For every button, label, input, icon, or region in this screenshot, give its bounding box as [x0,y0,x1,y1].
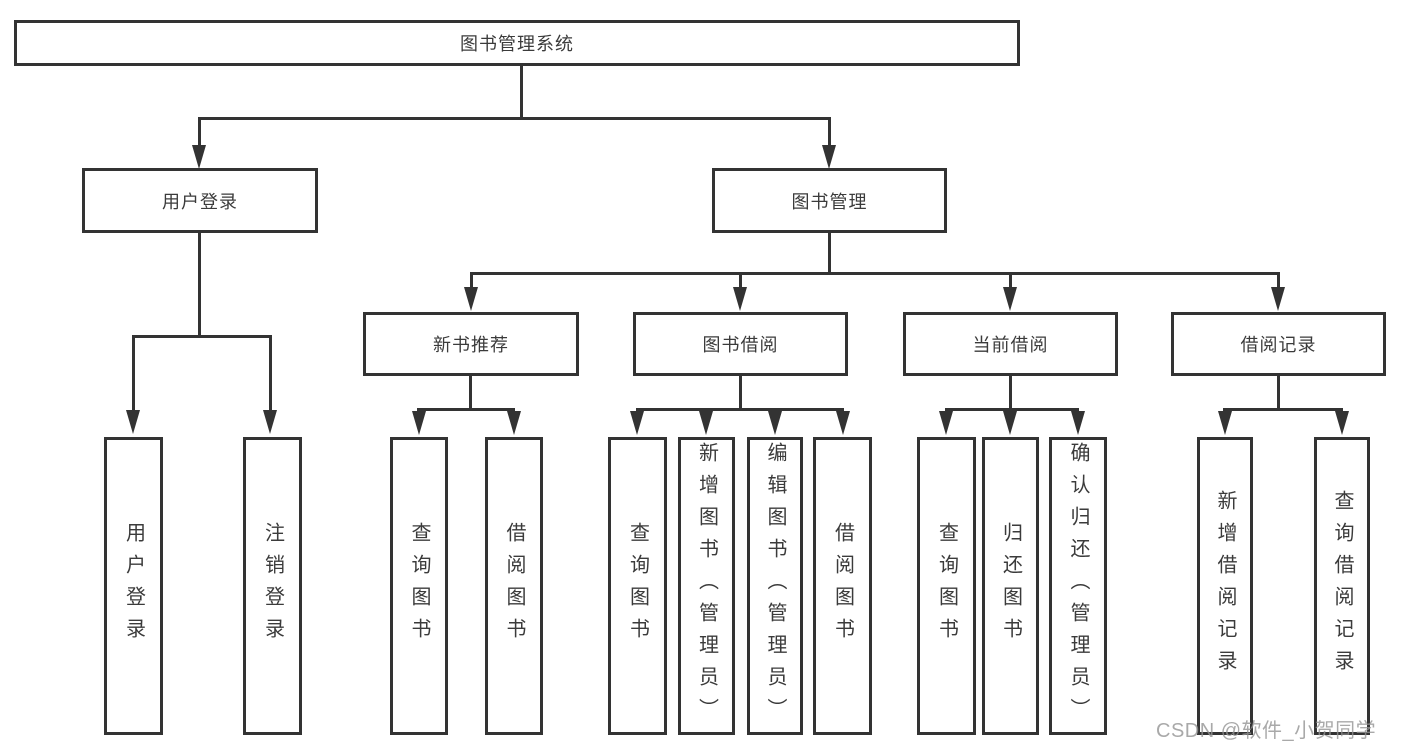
leaf-borrow-books-label: 借阅图书 [831,522,854,650]
node-current-borrow-label: 当前借阅 [972,335,1049,355]
node-user-login-label: 用户登录 [162,191,238,212]
arrow-down-icon [1071,411,1085,435]
arrow-down-icon [939,411,953,435]
leaf-query-books-current: 查询图书 [917,437,976,735]
connector-line [828,233,831,274]
leaf-borrow-books: 借阅图书 [813,437,872,735]
node-book-borrow-label: 图书借阅 [702,335,779,355]
arrow-down-icon [263,410,277,434]
leaf-query-books-recommend-label: 查询图书 [408,522,430,650]
leaf-query-books-borrow: 查询图书 [608,437,667,735]
arrow-down-icon [1003,411,1017,435]
arrow-down-icon [126,410,140,434]
connector-line [1223,408,1343,411]
connector-line [198,117,831,120]
arrow-down-icon [630,411,644,435]
node-root: 图书管理系统 [14,20,1020,66]
leaf-logout-label: 注销登录 [261,522,284,650]
node-new-book-recommend-label: 新书推荐 [433,335,509,355]
connector-line [739,376,742,410]
connector-line [1277,272,1280,288]
leaf-add-book-admin: 新增图书（管理员） [678,437,735,735]
connector-line [1009,376,1012,410]
node-book-borrow: 图书借阅 [633,312,848,376]
leaf-add-book-admin-label: 新增图书（管理员） [695,442,718,730]
connector-line [945,408,1079,411]
leaf-edit-book-admin: 编辑图书（管理员） [747,437,803,735]
node-root-label: 图书管理系统 [460,34,574,54]
leaf-user-login-label: 用户登录 [122,522,145,650]
connector-line [828,117,831,147]
connector-line [132,335,272,338]
connector-line [269,335,272,410]
arrow-down-icon [733,287,747,311]
leaf-user-login: 用户登录 [104,437,163,735]
leaf-logout: 注销登录 [243,437,302,735]
connector-line [739,272,742,288]
watermark: CSDN @软件_小贺同学 [1156,720,1377,742]
connector-line [1009,272,1012,288]
arrow-down-icon [1218,411,1232,435]
connector-line [1277,376,1280,410]
node-borrow-records-label: 借阅记录 [1240,335,1317,355]
connector-line [132,335,135,410]
arrow-down-icon [192,145,206,169]
arrow-down-icon [768,411,782,435]
connector-line [520,66,523,118]
arrow-down-icon [1271,287,1285,311]
arrow-down-icon [507,411,521,435]
connector-line [469,376,472,410]
leaf-query-borrow-record: 查询借阅记录 [1314,437,1370,735]
connector-line [417,408,515,411]
leaf-return-book: 归还图书 [982,437,1039,735]
arrow-down-icon [836,411,850,435]
connector-line [198,117,201,147]
connector-line [636,408,844,411]
leaf-add-borrow-record-label: 新增借阅记录 [1214,490,1236,682]
leaf-edit-book-admin-label: 编辑图书（管理员） [764,442,786,730]
node-book-management: 图书管理 [712,168,947,233]
leaf-query-books-current-label: 查询图书 [935,522,958,650]
arrow-down-icon [412,411,426,435]
leaf-query-books-borrow-label: 查询图书 [626,522,649,650]
node-borrow-records: 借阅记录 [1171,312,1386,376]
connector-line [470,272,473,288]
arrow-down-icon [1003,287,1017,311]
arrow-down-icon [464,287,478,311]
arrow-down-icon [699,411,713,435]
leaf-borrow-books-recommend-label: 借阅图书 [503,522,525,650]
leaf-add-borrow-record: 新增借阅记录 [1197,437,1253,735]
node-user-login: 用户登录 [82,168,318,233]
leaf-query-books-recommend: 查询图书 [390,437,448,735]
leaf-confirm-return-admin: 确认归还（管理员） [1049,437,1107,735]
connector-line [470,272,1280,275]
leaf-return-book-label: 归还图书 [999,522,1022,650]
arrow-down-icon [1335,411,1349,435]
connector-line [198,233,201,337]
node-book-management-label: 图书管理 [791,191,868,212]
leaf-query-borrow-record-label: 查询借阅记录 [1331,490,1353,682]
node-new-book-recommend: 新书推荐 [363,312,579,376]
arrow-down-icon [822,145,836,169]
leaf-borrow-books-recommend: 借阅图书 [485,437,543,735]
node-current-borrow: 当前借阅 [903,312,1118,376]
leaf-confirm-return-admin-label: 确认归还（管理员） [1067,442,1089,730]
